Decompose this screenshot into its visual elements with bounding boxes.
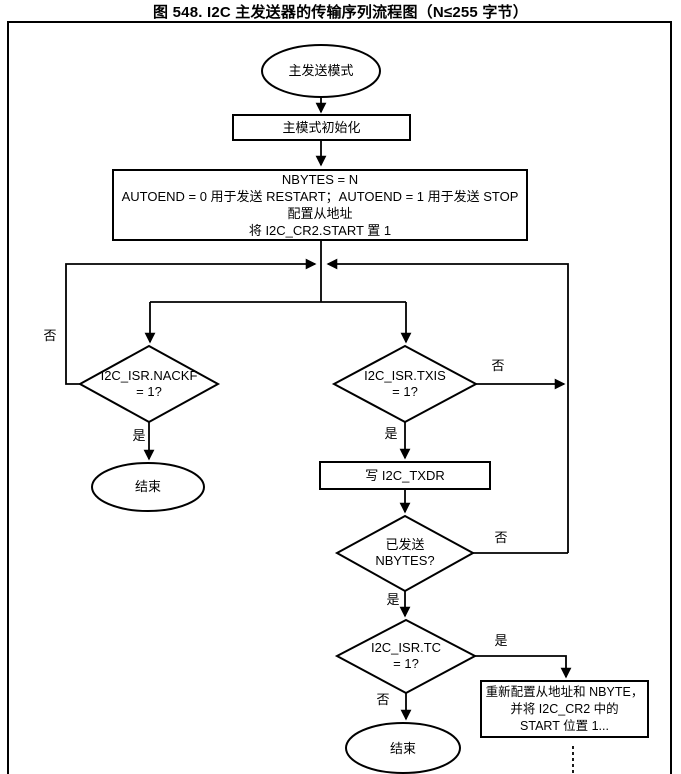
config-node-label: NBYTES = N AUTOEND = 0 用于发送 RESTART；AUTO… [113, 171, 527, 239]
txis-node-label: I2C_ISR.TXIS = 1? [334, 367, 476, 401]
tc-yes-label: 是 [494, 633, 508, 648]
end-left-terminator-shape [91, 462, 205, 512]
reconfigure-line-1: 重新配置从地址和 NBYTE， [485, 685, 644, 699]
edge-nackf-no-loop [65, 258, 317, 385]
write-txdr-node-label: 写 I2C_TXDR [365, 467, 445, 483]
nackf-line-1: I2C_ISR.NACKF [100, 368, 198, 383]
write-txdr-process-shape [319, 461, 491, 490]
start-terminator-shape [261, 44, 381, 98]
nackf-yes-label: 是 [132, 428, 146, 443]
config-line-4: 将 I2C_CR2.START 置 1 [248, 223, 392, 238]
edge-tc-yes [475, 655, 572, 679]
end-bottom-terminator-shape [345, 722, 461, 774]
txis-yes-label: 是 [384, 426, 398, 441]
start-node-label: 主发送模式 [288, 63, 354, 78]
txis-line-1: I2C_ISR.TXIS [364, 368, 446, 383]
nbytes-line-1: 已发送 [385, 537, 425, 552]
nackf-line-2: = 1? [136, 384, 162, 399]
txis-line-2: = 1? [392, 384, 418, 399]
nbytes-node-label: 已发送 NBYTES? [337, 536, 473, 570]
tc-line-2: = 1? [393, 656, 419, 671]
init-process-shape [232, 114, 411, 141]
txis-no-label: 否 [491, 358, 505, 373]
reconfigure-line-2: 并将 I2C_CR2 中的 [510, 702, 619, 716]
reconfigure-process-shape [480, 680, 649, 738]
tc-no-label: 否 [376, 692, 390, 707]
reconfigure-line-3: START 位置 1... [520, 719, 609, 733]
end-left-node-label: 结束 [134, 479, 161, 494]
nbytes-yes-label: 是 [386, 592, 400, 607]
tc-line-1: I2C_ISR.TC [370, 640, 442, 655]
nbytes-no-label: 否 [494, 530, 508, 545]
edge-right-loop [326, 258, 569, 553]
tc-decision-shape [334, 618, 478, 695]
nbytes-line-2: NBYTES? [375, 553, 435, 568]
config-line-3: 配置从地址 [287, 206, 353, 221]
figure-title: 图 548. I2C 主发送器的传输序列流程图（N≤255 字节） [153, 4, 528, 21]
nackf-no-label: 否 [43, 328, 57, 343]
config-line-2: AUTOEND = 0 用于发送 RESTART；AUTOEND = 1 用于发… [121, 189, 519, 204]
txis-decision-shape [331, 344, 479, 424]
diagram-frame [7, 21, 672, 774]
nackf-node-label: I2C_ISR.NACKF = 1? [79, 367, 219, 401]
init-node-label: 主模式初始化 [282, 119, 361, 135]
config-line-1: NBYTES = N [281, 172, 359, 187]
nackf-decision-shape [77, 344, 221, 424]
nbytes-decision-shape [334, 514, 476, 593]
config-process-shape [112, 169, 528, 241]
tc-node-label: I2C_ISR.TC = 1? [337, 639, 475, 673]
end-bottom-node-label: 结束 [389, 740, 416, 756]
reconfigure-node-label: 重新配置从地址和 NBYTE， 并将 I2C_CR2 中的 START 位置 1… [481, 683, 648, 736]
